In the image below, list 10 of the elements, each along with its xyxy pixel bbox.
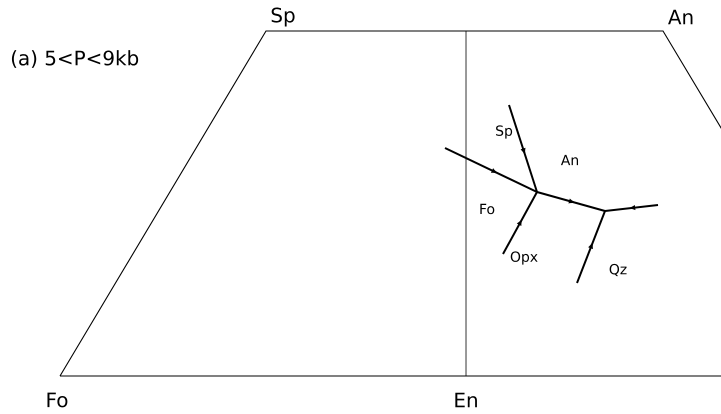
field-label: Sp <box>496 125 512 139</box>
field-label: Qz <box>610 264 627 276</box>
field-label: Fo <box>480 204 494 214</box>
field-label: An <box>560 154 578 166</box>
vertex-label: En <box>455 392 477 408</box>
field-label: Opx <box>510 251 538 265</box>
vertex-label: Fo <box>47 392 68 408</box>
vertex-label: Sp <box>272 8 295 26</box>
title: (a) 5<P<9kb <box>12 50 138 68</box>
vertex-label: An <box>668 10 692 24</box>
